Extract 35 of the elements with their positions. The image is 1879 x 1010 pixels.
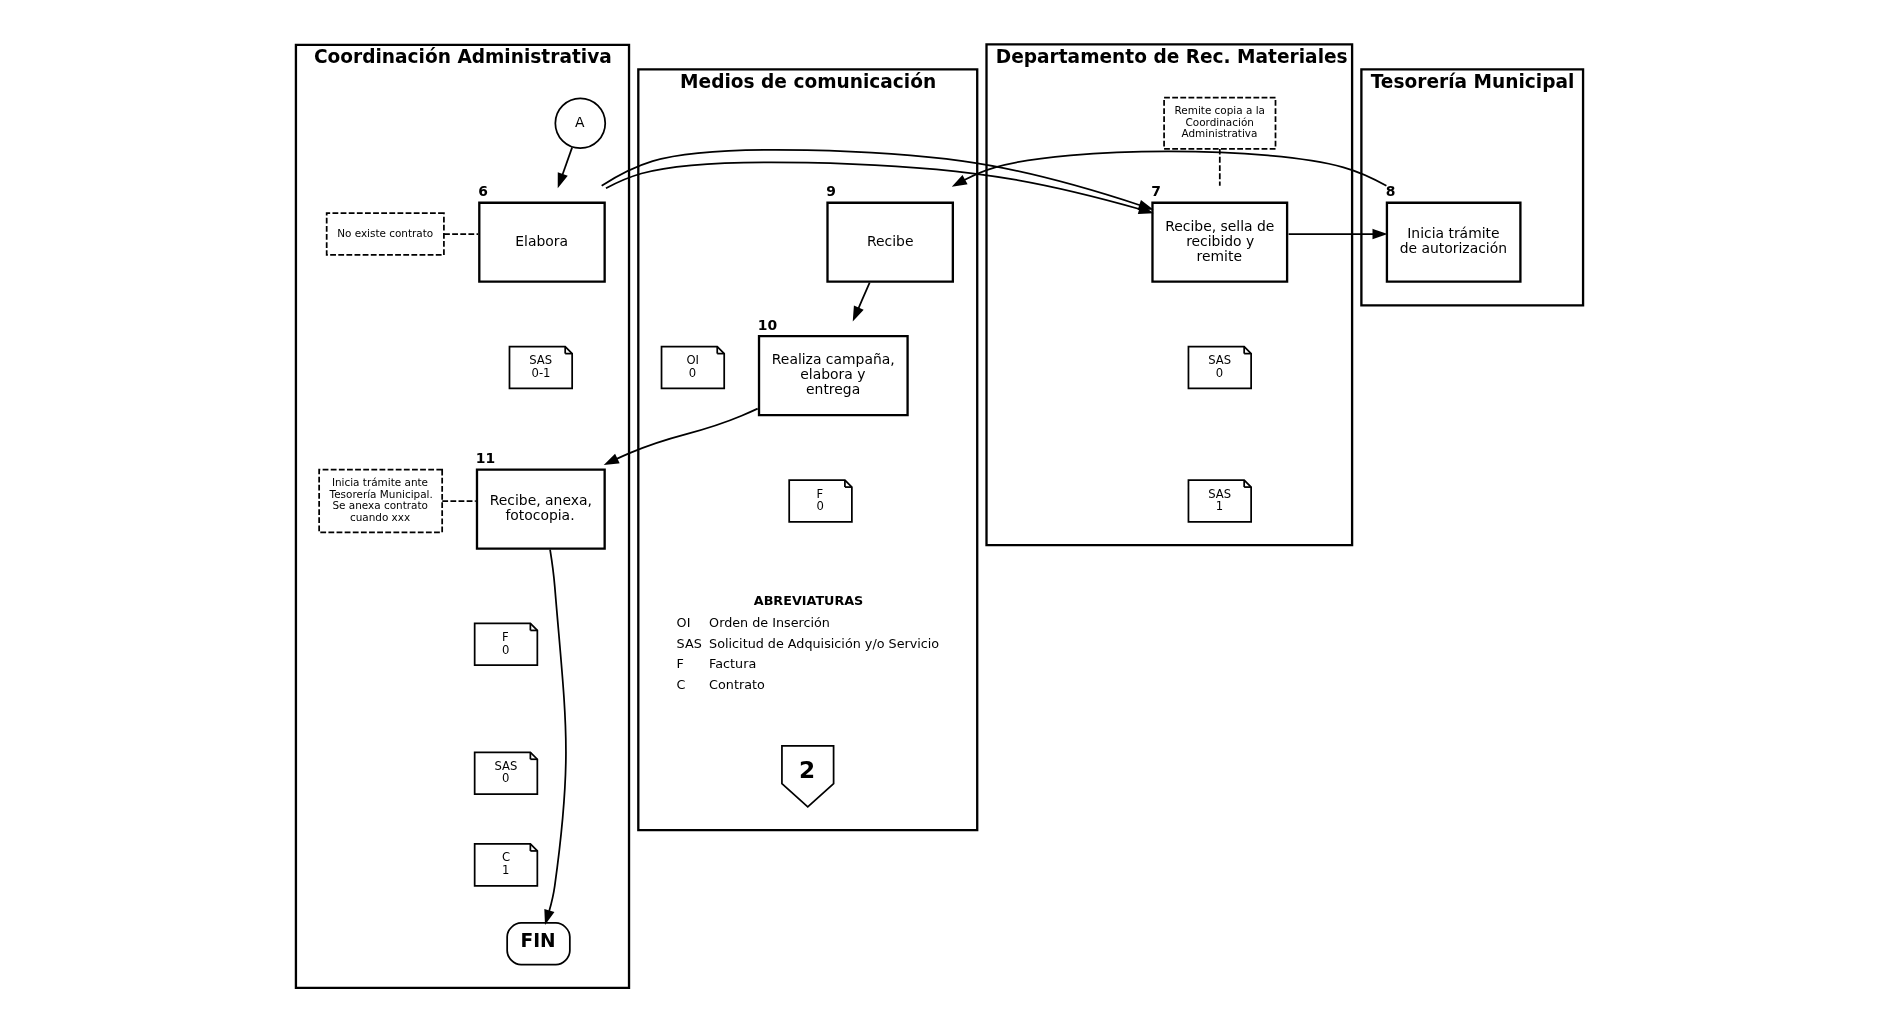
- label: Orden de Inserción: [709, 614, 830, 630]
- label: F: [676, 656, 684, 672]
- label: SAS: [676, 635, 702, 651]
- node-box: Realiza campaña, elabora y entrega: [757, 335, 909, 417]
- node-label: 6: [478, 183, 488, 200]
- node-label: 8: [1385, 183, 1396, 200]
- arrow: [1287, 228, 1388, 240]
- label: Contrato: [709, 677, 765, 693]
- label: C: [676, 677, 686, 693]
- node-label: 7: [1151, 183, 1161, 200]
- node-box: Inicia trámite ante Tesorería Municipal. Se anexa contrato cuando xxx: [318, 468, 444, 534]
- arrow: [951, 150, 1388, 187]
- node-label: 9: [826, 183, 837, 200]
- label: ABREVIATURAS: [753, 592, 864, 608]
- arrow: [852, 281, 871, 322]
- label: Solicitud de Adquisición y/o Servicio: [709, 635, 940, 651]
- connector: [443, 233, 479, 235]
- connector: [441, 500, 477, 502]
- node-box: Recibe: [826, 201, 954, 283]
- node-box: Recibe, sella de recibido y remite: [1151, 201, 1289, 283]
- label: Factura: [709, 656, 757, 672]
- arrow: [603, 407, 759, 466]
- label: OI: [676, 614, 691, 630]
- node-label: 11: [475, 450, 496, 467]
- node-box: Remite copia a la Coordinación Administrativa: [1163, 96, 1277, 150]
- node-label: 10: [757, 316, 778, 333]
- node-box: Inicia trámite de autorización: [1385, 201, 1522, 283]
- node-circle: A: [554, 97, 607, 150]
- node-box: Elabora: [478, 201, 606, 283]
- arrow: [557, 146, 574, 189]
- connector: [1218, 148, 1221, 187]
- node-box: FIN: [506, 922, 571, 966]
- node-box: Recibe, anexa, fotocopia.: [475, 468, 606, 550]
- arrow: [544, 548, 567, 925]
- node-box: No existe contrato: [325, 212, 445, 256]
